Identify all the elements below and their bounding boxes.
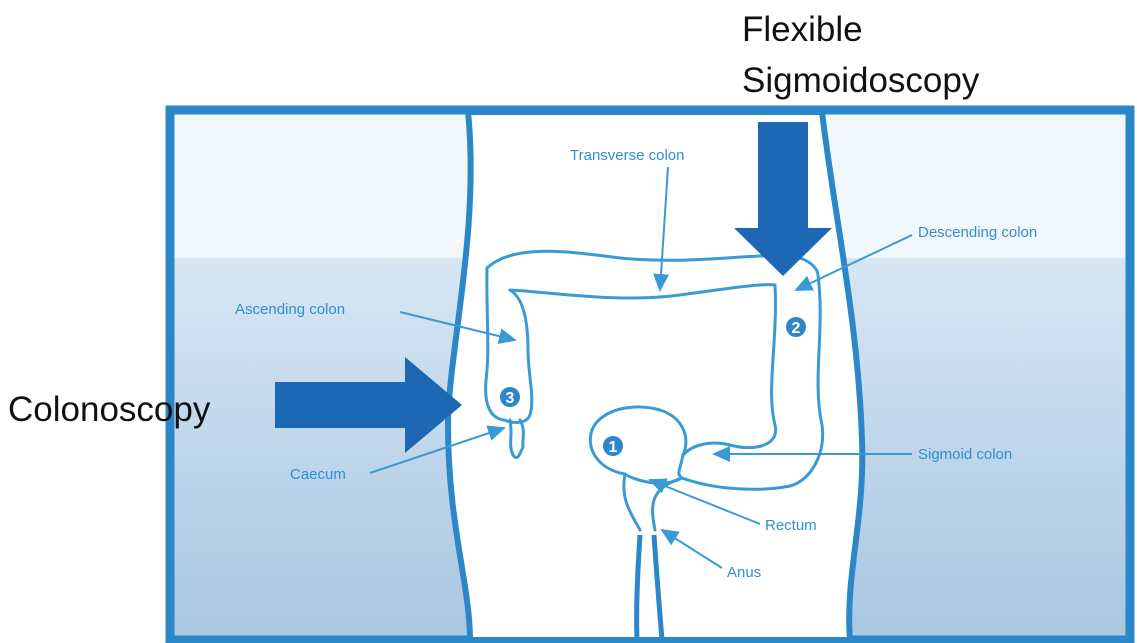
anus-text: Anus xyxy=(727,564,761,581)
flexible-sigmoidoscopy-line-2: Sigmoidoscopy xyxy=(742,61,980,100)
marker-2-number: 2 xyxy=(792,320,801,337)
marker-3-number: 3 xyxy=(506,390,515,407)
marker-3: 3 xyxy=(500,387,520,407)
flexible-sigmoidoscopy-line-1: Flexible xyxy=(742,10,863,49)
sigmoid-colon-text: Sigmoid colon xyxy=(918,446,1012,463)
descending-colon-text: Descending colon xyxy=(918,224,1037,241)
transverse-colon-text: Transverse colon xyxy=(570,147,685,164)
flexible-sigmoidoscopy-label: Flexible Sigmoidoscopy xyxy=(742,10,980,100)
marker-1-number: 1 xyxy=(609,439,618,456)
marker-2: 2 xyxy=(786,317,806,337)
ascending-colon-text: Ascending colon xyxy=(235,301,345,318)
rectum-text: Rectum xyxy=(765,517,817,534)
marker-1: 1 xyxy=(603,436,623,456)
colonoscopy-label: Colonoscopy xyxy=(8,390,211,429)
caecum-text: Caecum xyxy=(290,466,346,483)
